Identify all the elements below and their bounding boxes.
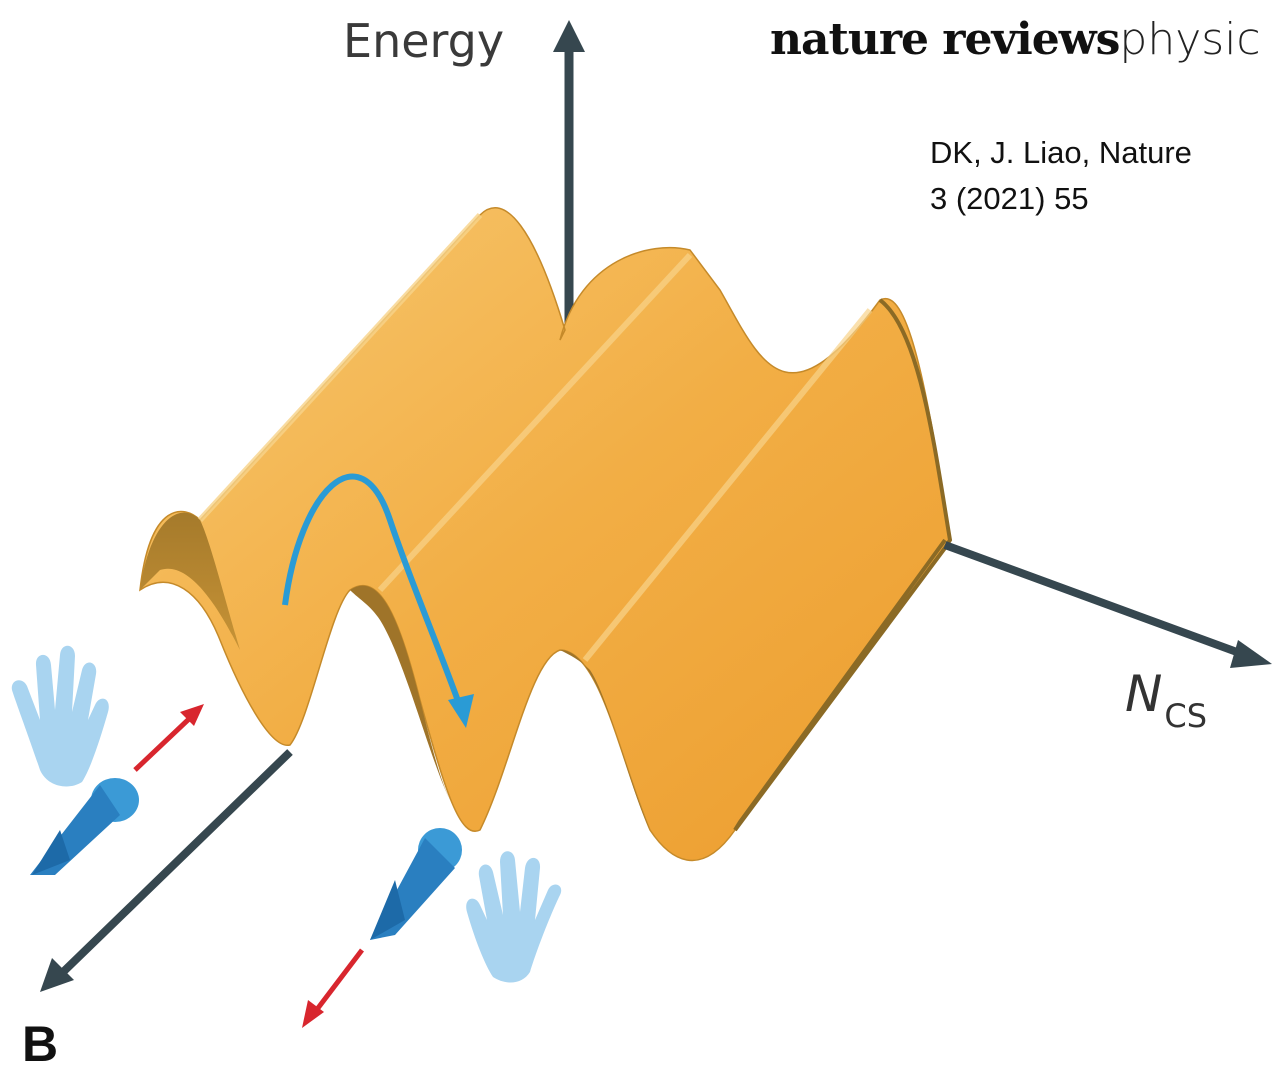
quark-right-icon [370,828,462,940]
journal-logo-bold: nature reviews [770,14,1120,65]
citation-text: DK, J. Liao, Nature 3 (2021) 55 [930,135,1192,216]
quark-left-icon [30,778,139,875]
ncs-axis [943,541,1272,668]
left-red-arrow [133,704,204,772]
energy-axis [553,20,585,340]
right-red-arrow [302,948,364,1028]
journal-logo: nature reviewsphysic [770,14,1261,65]
journal-logo-light: physic [1119,14,1261,65]
energy-axis-label: Energy [343,14,505,68]
ncs-axis-label-sub: CS [1164,697,1208,735]
b-axis-label: B [22,1016,59,1072]
tunneling-arrow [282,473,474,728]
right-hand-icon [466,851,562,983]
b-axis [40,749,293,992]
ncs-axis-label: NCS [1125,665,1207,735]
ncs-axis-label-main: N [1125,665,1163,723]
left-hand-icon [11,645,109,787]
energy-sheet [139,207,953,862]
